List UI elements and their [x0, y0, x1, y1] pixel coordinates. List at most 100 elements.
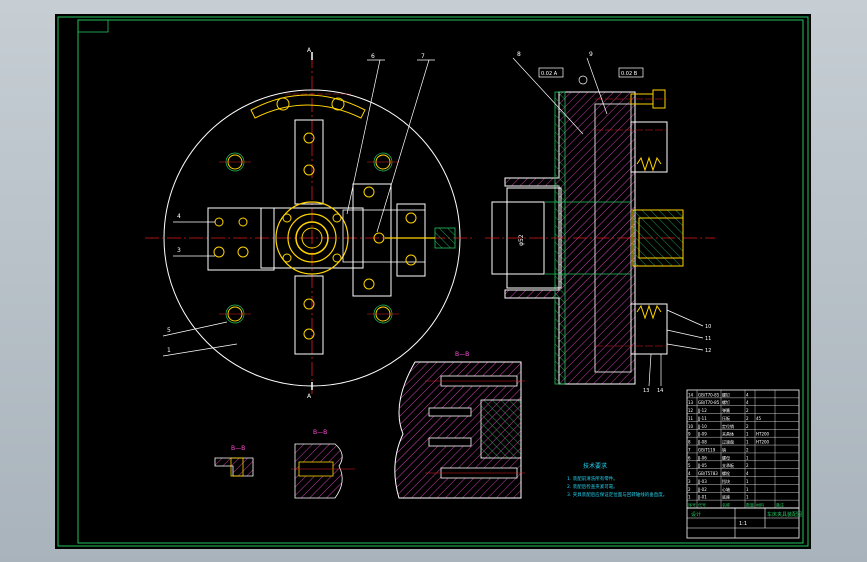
leader-number: 8 [517, 51, 521, 58]
parts-cell: JJ-02 [697, 487, 707, 492]
arc-slot [250, 94, 366, 119]
bolt-hole [303, 298, 315, 310]
parts-cell: 2 [746, 463, 749, 468]
parts-cell: 9 [688, 432, 691, 437]
spring-bottom [636, 304, 662, 320]
parts-cell: 螺栓 [722, 470, 730, 476]
section-b-screw [428, 437, 472, 447]
parts-cell: 3 [688, 479, 691, 484]
parts-cell: 定位销 [722, 423, 734, 429]
notes-title: 技术要求 [583, 462, 607, 470]
parts-header-cell: 代号 [698, 502, 706, 508]
leader-number: 5 [167, 327, 171, 334]
corner-box [77, 19, 109, 33]
tolerance-text: 0.02 B [621, 71, 638, 77]
parts-cell: 14 [688, 392, 694, 397]
parts-cell: 弹簧 [722, 407, 730, 413]
parts-cell: 1 [746, 455, 749, 460]
section-b-body [394, 361, 522, 499]
leader-line [648, 353, 652, 387]
parts-cell: 1 [688, 495, 691, 500]
parts-cell: 1 [746, 479, 749, 484]
bolt-hole [303, 132, 315, 144]
parts-cell: 11 [688, 416, 694, 421]
outer-frame [57, 16, 809, 547]
parts-cell: 螺钉 [722, 399, 730, 405]
drawing-sheet: A A 4 3 5 1 6 7 [55, 14, 811, 549]
leader-number: 4 [177, 213, 181, 220]
parts-cell: 底座 [722, 494, 730, 500]
parts-cell: 2 [746, 416, 749, 421]
detail-a [214, 457, 254, 477]
parts-cell: GB/T70-85 [698, 392, 720, 397]
section-b-screw [428, 407, 472, 417]
side-section-view: φ52 0.02 A 0.02 B [485, 51, 715, 394]
parts-cell: 1 [746, 495, 749, 500]
flange-hole [332, 213, 342, 223]
parts-cell: 13 [688, 400, 694, 405]
locating-pin [632, 209, 684, 267]
section-label-a: A [307, 393, 312, 400]
pin-head [638, 217, 684, 259]
parts-header-cell: 备注 [776, 502, 784, 508]
leader-number: 3 [177, 247, 181, 254]
parts-cell: 心轴 [722, 486, 730, 492]
section-label-a: A [307, 47, 312, 54]
leader-number: 12 [705, 348, 711, 354]
leader-number: 9 [589, 51, 593, 58]
leader-number: 14 [657, 388, 663, 394]
note-line: 3. 夹具装配后应保证定位面与回转轴线的垂直度。 [567, 491, 667, 498]
parts-cell: 4 [746, 400, 749, 405]
parts-cell: 过渡盘 [722, 439, 734, 445]
leader-line [346, 59, 381, 215]
tolerance-box [618, 67, 644, 78]
parts-cell: 12 [688, 408, 694, 413]
parts-cell: 2 [688, 487, 691, 492]
left-support-plate [207, 207, 275, 271]
view-title: B—B [455, 351, 469, 358]
bolt-hole [303, 164, 315, 176]
leader-line [666, 309, 704, 327]
parts-cell: JJ-06 [697, 455, 707, 460]
leader-line [666, 343, 704, 351]
plate-hole [214, 217, 224, 227]
flange-bore [295, 221, 329, 255]
title-block-frame [686, 507, 800, 539]
parts-cell: JJ-03 [697, 479, 707, 484]
section-b-view: B—B [394, 351, 525, 499]
leader-line [376, 59, 430, 233]
parts-cell: 45 [756, 416, 762, 421]
parts-cell: 2 [746, 424, 749, 429]
parts-cell: JJ-08 [697, 440, 707, 445]
parts-cell: 支承板 [722, 462, 734, 468]
parts-header-cell: 名称 [722, 502, 730, 508]
flange-mid [287, 213, 337, 263]
leader-number: 7 [421, 53, 425, 60]
dim-thread: φ52 [518, 234, 525, 246]
parts-cell: HT200 [756, 440, 770, 445]
datum-symbol [578, 75, 588, 85]
top-view: A A 4 3 5 1 6 7 [145, 47, 475, 400]
title-block-scale: 1:1 [739, 521, 747, 527]
parts-cell: 10 [688, 424, 694, 429]
clamp-hole [405, 254, 417, 266]
center-block [260, 207, 364, 269]
title-block-name: 车床夹具装配图 [767, 511, 802, 518]
parts-cell: 4 [688, 471, 691, 476]
note-line: 1. 装配前清洗所有零件。 [567, 475, 618, 482]
tolerance-box [538, 67, 564, 78]
leader-line [586, 57, 608, 115]
leader-number: 11 [705, 336, 711, 342]
parts-cell: GB/T5783 [698, 471, 718, 476]
flange-hole [332, 253, 342, 263]
clamp-bar-bottom [294, 275, 324, 355]
bolt-hole [303, 328, 315, 340]
parts-cell: JJ-12 [697, 408, 707, 413]
detail-views: B—B B—B [214, 429, 355, 499]
arc-slot-hole [276, 97, 290, 111]
parts-cell: JJ-05 [697, 463, 707, 468]
parts-cell: 4 [746, 392, 749, 397]
technical-notes: 技术要求 1. 装配前清洗所有零件。 2. 装配后检查夹紧可靠。 3. 夹具装配… [567, 462, 667, 498]
screw-housing [396, 203, 426, 277]
